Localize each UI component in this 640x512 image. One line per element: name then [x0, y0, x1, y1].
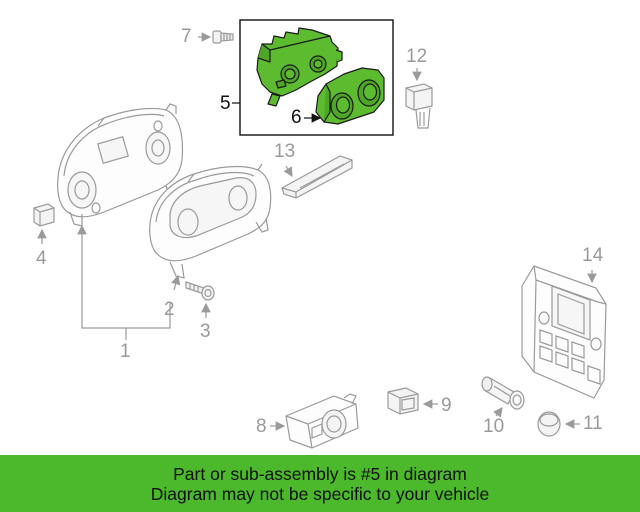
banner-line-2: Diagram may not be specific to your vehi… — [150, 483, 490, 504]
part-14-center-stack — [521, 265, 607, 399]
callout-8: 8 — [256, 416, 267, 437]
callout-6: 6 — [291, 107, 302, 128]
part-12-switch — [405, 68, 433, 129]
part-3-bolt — [185, 281, 215, 318]
callout-3: 3 — [200, 321, 211, 342]
info-banner: Part or sub-assembly is #5 in diagram Di… — [0, 455, 640, 512]
part-2-instrument-cluster — [149, 163, 272, 279]
callout-12: 12 — [406, 46, 428, 67]
part-11-knob — [537, 411, 580, 437]
part-10-push-button — [481, 376, 525, 418]
highlight-box — [239, 19, 394, 136]
callout-5: 5 — [220, 93, 231, 114]
part-1-instrument-cluster — [57, 103, 184, 227]
part-9-switch — [387, 387, 438, 415]
callout-1: 1 — [120, 341, 131, 362]
callout-2: 2 — [164, 299, 175, 320]
banner-line-1: Part or sub-assembly is #5 in diagram — [173, 463, 467, 484]
callout-1-bracket — [77, 224, 171, 340]
callout-4: 4 — [36, 248, 47, 269]
callout-9: 9 — [441, 395, 452, 416]
callout-7: 7 — [181, 26, 192, 47]
part-5-climate-control — [256, 27, 385, 125]
parts-diagram — [33, 19, 607, 449]
part-4-clip — [33, 203, 55, 244]
part-13-switch-bar — [281, 155, 353, 199]
part-8-headlamp-switch — [270, 393, 359, 449]
callout-11: 11 — [583, 413, 603, 434]
part-7-screw — [198, 30, 234, 44]
callout-13: 13 — [274, 141, 296, 162]
callout-14: 14 — [582, 245, 604, 266]
callout-10: 10 — [483, 416, 505, 437]
